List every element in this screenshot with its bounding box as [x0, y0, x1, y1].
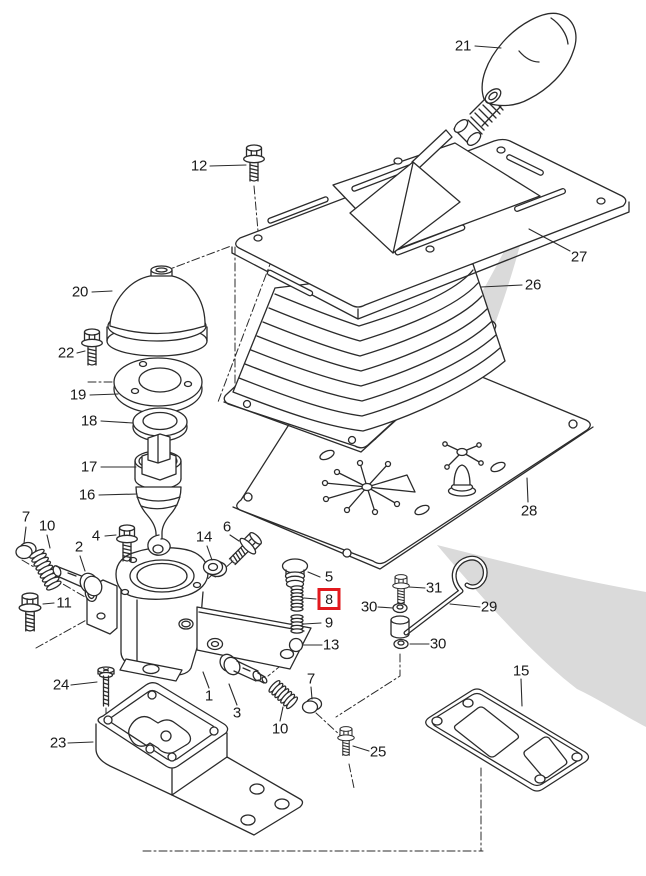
callout-10-left[interactable]: 10 — [38, 517, 56, 535]
part-27-upper-plate — [231, 129, 630, 320]
callout-4[interactable]: 4 — [91, 527, 101, 545]
part-18-ring — [132, 407, 188, 442]
callout-18[interactable]: 18 — [80, 412, 98, 430]
lever-stub — [147, 433, 171, 464]
callout-5[interactable]: 5 — [324, 568, 334, 586]
callout-20[interactable]: 20 — [71, 283, 89, 301]
callout-17[interactable]: 17 — [80, 458, 98, 476]
part-14-washer — [202, 558, 228, 578]
callout-25[interactable]: 25 — [369, 743, 387, 761]
part-7-cap-lower — [301, 697, 323, 714]
part-26-boot — [232, 263, 506, 432]
callout-10-lower[interactable]: 10 — [271, 720, 289, 738]
callout-26[interactable]: 26 — [524, 276, 542, 294]
callout-7-left[interactable]: 7 — [21, 508, 31, 526]
callout-24[interactable]: 24 — [52, 676, 70, 694]
callout-12[interactable]: 12 — [190, 157, 208, 175]
part-19-plate — [113, 357, 203, 414]
callout-15[interactable]: 15 — [512, 662, 530, 680]
callout-11[interactable]: 11 — [56, 594, 72, 612]
callout-21[interactable]: 21 — [454, 37, 472, 55]
shift-lever-stud — [453, 93, 504, 147]
callout-19[interactable]: 19 — [69, 386, 87, 404]
callout-3[interactable]: 3 — [232, 704, 242, 722]
callout-9[interactable]: 9 — [324, 614, 334, 632]
callout-31[interactable]: 31 — [425, 579, 443, 597]
part-13-ball — [288, 637, 304, 653]
part-10-spring-lower — [268, 679, 299, 710]
part-9-spring — [290, 614, 304, 634]
rod-spacer — [390, 615, 410, 639]
part-7-cap-left — [15, 541, 37, 560]
callout-28[interactable]: 28 — [520, 502, 538, 520]
callout-30-lower[interactable]: 30 — [429, 635, 447, 653]
part-29-rod — [403, 555, 488, 636]
part-2-shaft — [52, 565, 103, 597]
callout-22[interactable]: 22 — [57, 344, 75, 362]
part-16-lever-lower — [135, 486, 182, 556]
part-20-dust-cover — [106, 265, 208, 357]
part-24-bolt — [97, 666, 115, 707]
leader-lines — [23, 45, 571, 752]
part-30-washer-lower — [393, 638, 409, 650]
callout-2[interactable]: 2 — [74, 538, 84, 556]
callout-27[interactable]: 27 — [570, 248, 588, 266]
shift-pattern-star — [321, 459, 416, 516]
part-15-gasket — [425, 688, 590, 792]
watermark-swoosh-lower — [437, 545, 646, 727]
part-23-case — [95, 682, 304, 836]
callout-1[interactable]: 1 — [204, 687, 214, 705]
callout-14[interactable]: 14 — [195, 528, 213, 546]
part-21-shift-knob — [481, 12, 577, 107]
callout-6[interactable]: 6 — [222, 518, 232, 536]
callout-13[interactable]: 13 — [322, 636, 340, 654]
callout-16[interactable]: 16 — [78, 486, 96, 504]
part-3-shaft — [219, 653, 268, 684]
part-5-plug — [281, 558, 309, 589]
part-1-housing — [84, 547, 312, 682]
callout-8-highlighted[interactable]: 8 — [317, 588, 341, 610]
callout-23[interactable]: 23 — [49, 734, 67, 752]
part-10-spring-left — [29, 548, 62, 591]
part-8-spring-highlighted — [290, 585, 304, 612]
callout-7-lower[interactable]: 7 — [306, 670, 316, 688]
cross-pattern-star — [442, 441, 484, 470]
callout-29[interactable]: 29 — [480, 598, 498, 616]
rubber-stopper-lower — [447, 464, 477, 497]
part-30-washer-upper — [392, 602, 408, 614]
callout-30-upper[interactable]: 30 — [360, 598, 378, 616]
